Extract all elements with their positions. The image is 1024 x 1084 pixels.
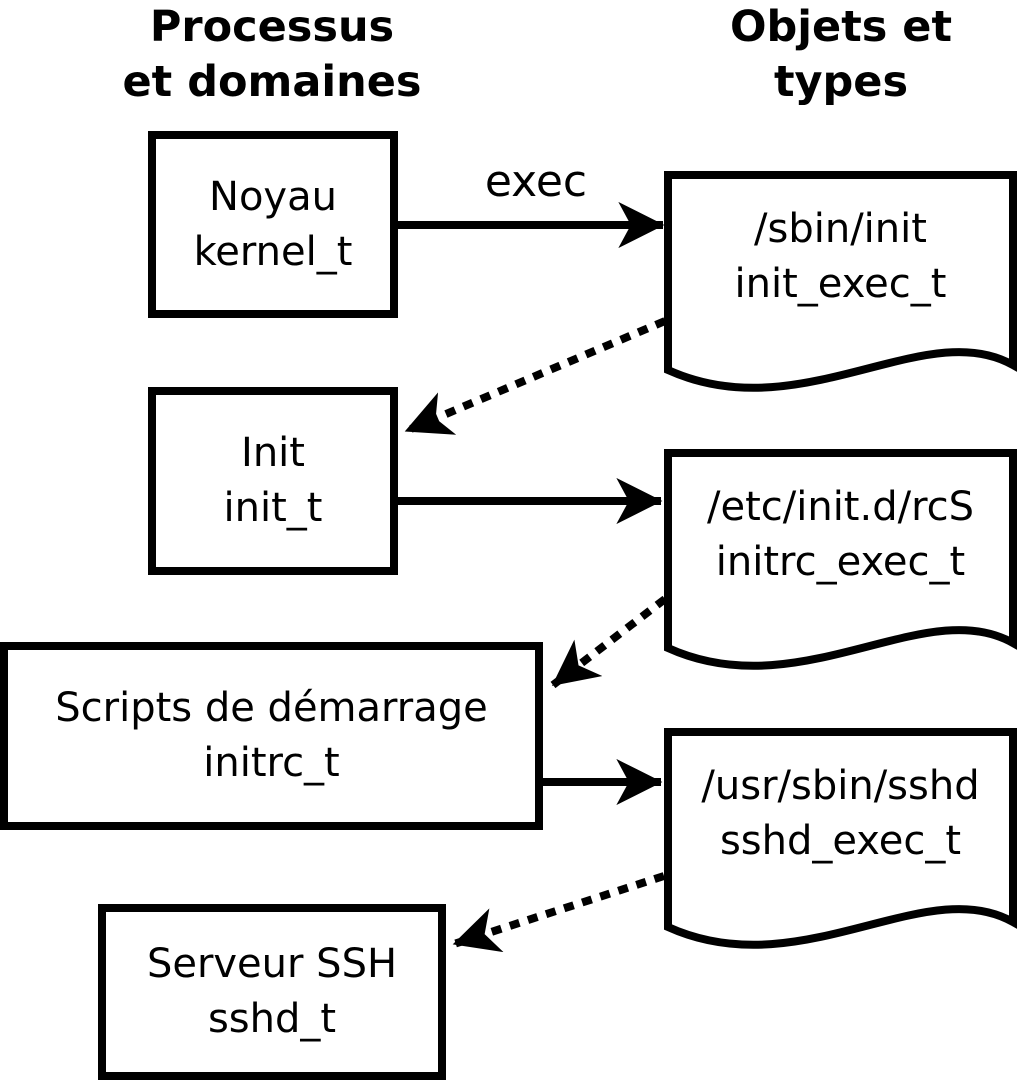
transition-arrow-init-exec-to-init [404, 317, 667, 435]
object-type: initrc_exec_t [715, 539, 966, 585]
process-type: kernel_t [193, 228, 353, 275]
process-type: sshd_t [207, 996, 337, 1042]
transition-arrow-initrc-exec-to-initrc [550, 595, 668, 689]
process-box-initrc: Scripts de démarrage initrc_t [0, 642, 543, 830]
exec-arrow-label: exec [484, 156, 588, 207]
header-line: et domaines [122, 57, 422, 107]
column-header-processes: Processus et domaines [72, 0, 472, 110]
process-name: Noyau [209, 173, 337, 220]
object-path: /etc/init.d/rcS [706, 484, 975, 530]
transition-arrow-sshd-exec-to-sshd [452, 872, 666, 953]
header-line: Objets et [729, 2, 953, 52]
column-header-objects: Objets et types [641, 0, 1024, 110]
process-type: initrc_t [203, 740, 340, 786]
document-init-exec: /sbin/init init_exec_t [672, 177, 1009, 337]
process-box-sshd: Serveur SSH sshd_t [98, 904, 446, 1080]
object-path: /usr/sbin/sshd [701, 763, 980, 809]
process-box-kernel: Noyau kernel_t [148, 131, 398, 318]
header-line: types [773, 57, 909, 107]
process-name: Scripts de démarrage [55, 685, 488, 731]
document-sshd-exec: /usr/sbin/sshd sshd_exec_t [672, 734, 1009, 894]
object-type: init_exec_t [734, 261, 947, 307]
object-type: sshd_exec_t [719, 818, 962, 864]
process-name: Serveur SSH [146, 941, 398, 987]
document-initrc-exec: /etc/init.d/rcS initrc_exec_t [672, 455, 1009, 615]
process-name: Init [241, 430, 305, 476]
object-path: /sbin/init [754, 206, 927, 252]
header-line: Processus [149, 2, 395, 52]
process-box-init: Init init_t [148, 387, 398, 575]
process-type: init_t [223, 485, 323, 531]
